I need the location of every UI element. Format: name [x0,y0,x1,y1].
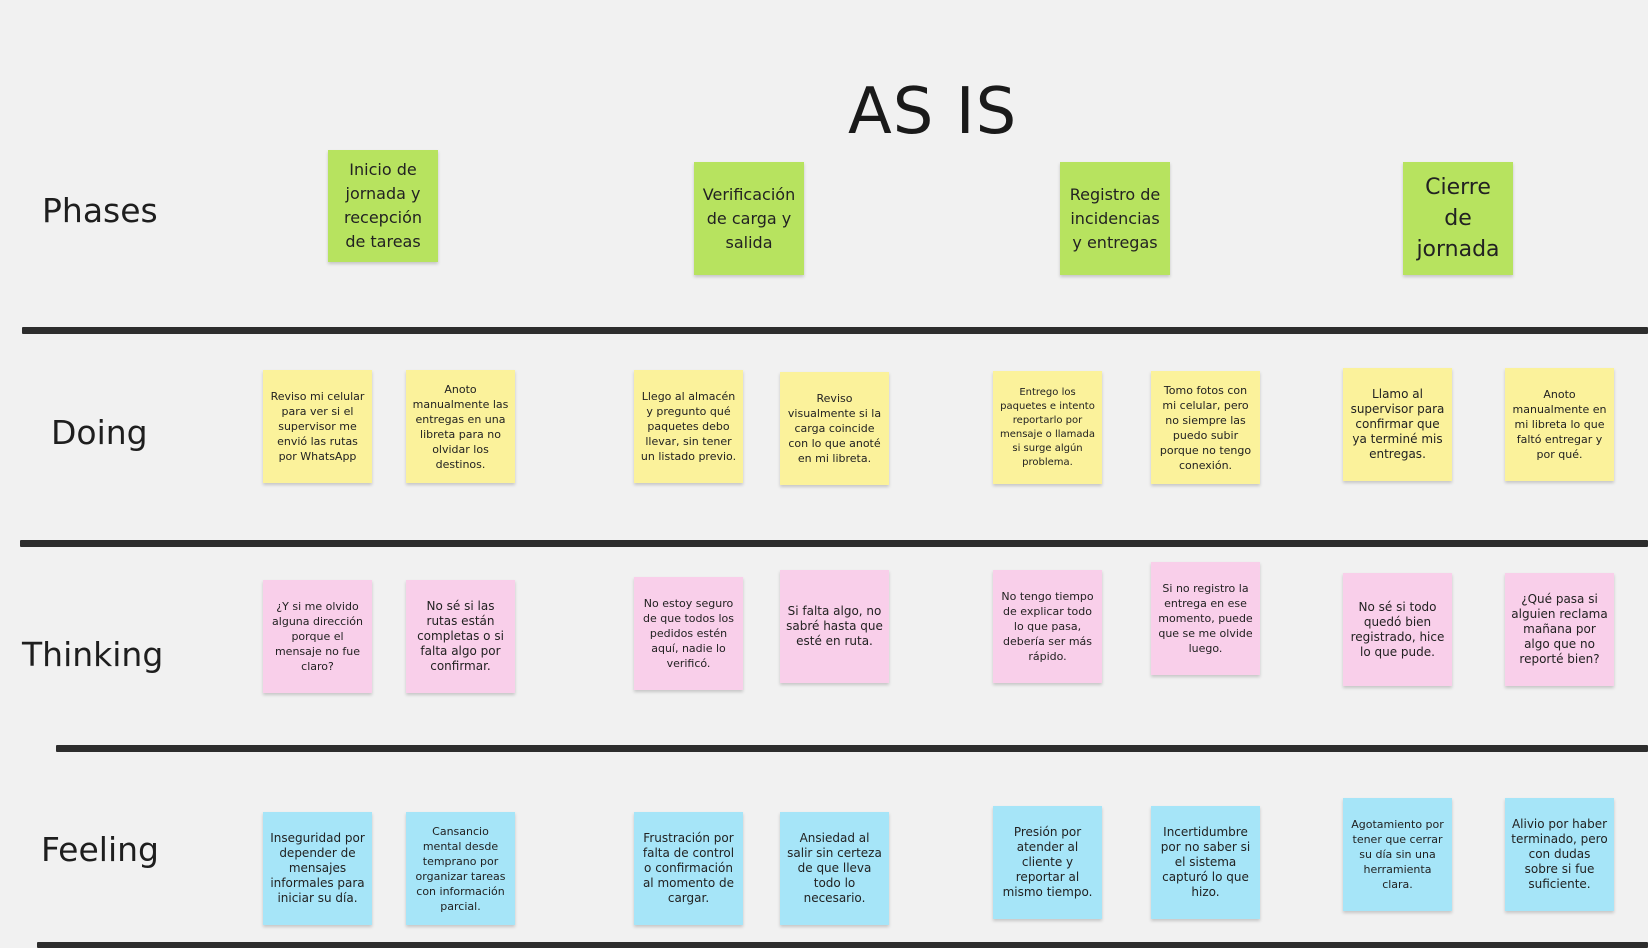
row-divider [22,327,1648,334]
doing-sticky-note[interactable]: Llego al almacén y pregunto qué paquetes… [634,370,743,483]
doing-sticky-note[interactable]: Anoto manualmente las entregas en una li… [406,370,515,483]
doing-sticky-note[interactable]: Anoto manualmente en mi libreta lo que f… [1505,368,1614,481]
feeling-sticky-note[interactable]: Inseguridad por depender de mensajes inf… [263,812,372,925]
board-title: AS IS [848,75,1018,149]
feeling-sticky-note[interactable]: Agotamiento por tener que cerrar su día … [1343,798,1452,911]
thinking-sticky-note[interactable]: Si falta algo, no sabré hasta que esté e… [780,570,889,683]
row-label-thinking: Thinking [22,635,164,674]
row-divider [20,540,1648,547]
thinking-sticky-note[interactable]: ¿Y si me olvido alguna dirección porque … [263,580,372,693]
doing-sticky-note[interactable]: Tomo fotos con mi celular, pero no siemp… [1151,371,1260,484]
thinking-sticky-note[interactable]: No tengo tiempo de explicar todo lo que … [993,570,1102,683]
doing-sticky-note[interactable]: Reviso visualmente si la carga coincide … [780,372,889,485]
row-divider [56,745,1648,752]
thinking-sticky-note[interactable]: Si no registro la entrega en ese momento… [1151,562,1260,675]
phase-sticky-note[interactable]: Cierre de jornada [1403,162,1513,275]
thinking-sticky-note[interactable]: No estoy seguro de que todos los pedidos… [634,577,743,690]
row-divider [37,942,1648,948]
doing-sticky-note[interactable]: Reviso mi celular para ver si el supervi… [263,370,372,483]
feeling-sticky-note[interactable]: Cansancio mental desde temprano por orga… [406,812,515,925]
feeling-sticky-note[interactable]: Alivio por haber terminado, pero con dud… [1505,798,1614,911]
row-label-doing: Doing [51,413,148,452]
phase-sticky-note[interactable]: Inicio de jornada y recepción de tareas [328,150,438,262]
feeling-sticky-note[interactable]: Presión por atender al cliente y reporta… [993,806,1102,919]
thinking-sticky-note[interactable]: ¿Qué pasa si alguien reclama mañana por … [1505,573,1614,686]
feeling-sticky-note[interactable]: Incertidumbre por no saber si el sistema… [1151,806,1260,919]
thinking-sticky-note[interactable]: No sé si todo quedó bien registrado, hic… [1343,573,1452,686]
feeling-sticky-note[interactable]: Frustración por falta de control o confi… [634,812,743,925]
row-label-feeling: Feeling [41,830,159,869]
phase-sticky-note[interactable]: Verificación de carga y salida [694,162,804,275]
thinking-sticky-note[interactable]: No sé si las rutas están completas o si … [406,580,515,693]
doing-sticky-note[interactable]: Entrego los paquetes e intento reportarl… [993,371,1102,484]
doing-sticky-note[interactable]: Llamo al supervisor para confirmar que y… [1343,368,1452,481]
phase-sticky-note[interactable]: Registro de incidencias y entregas [1060,162,1170,275]
row-label-phases: Phases [42,191,158,230]
feeling-sticky-note[interactable]: Ansiedad al salir sin certeza de que lle… [780,812,889,925]
